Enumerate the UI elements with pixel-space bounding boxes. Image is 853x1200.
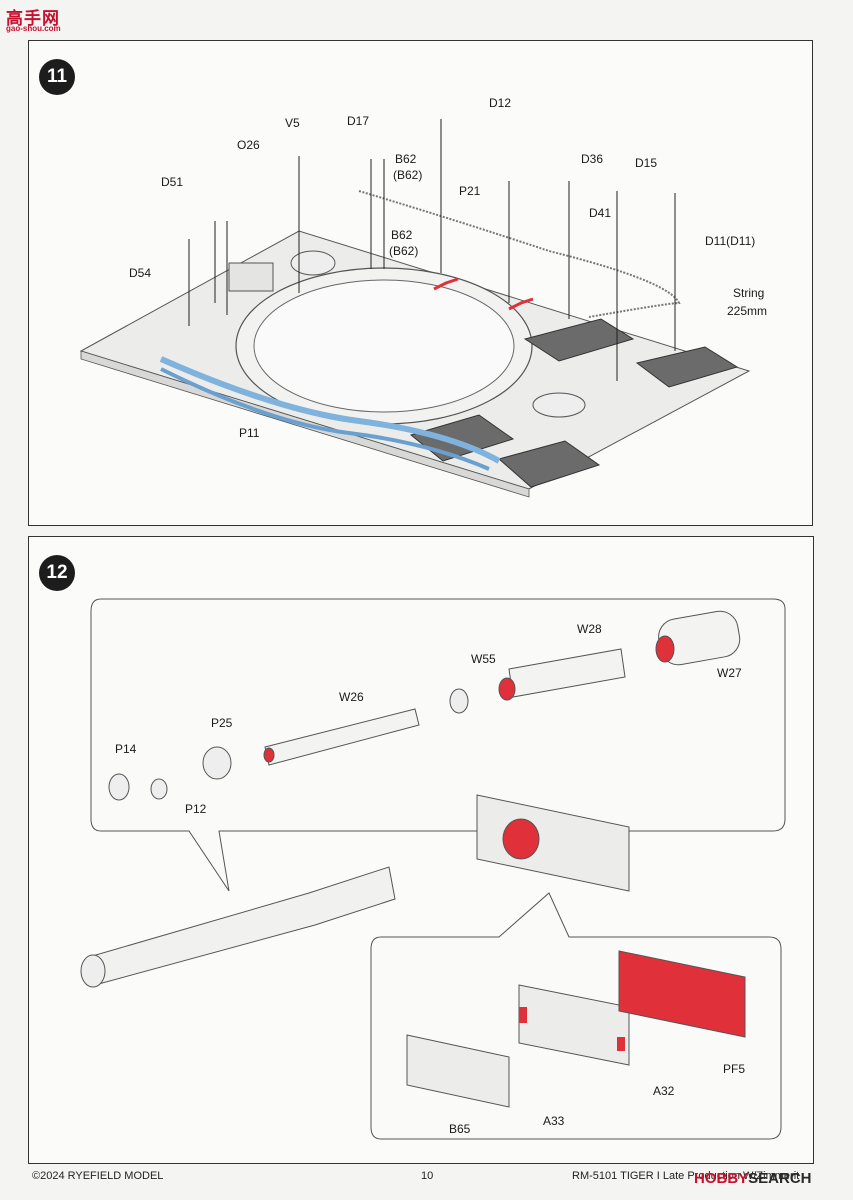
fan-cover (532, 392, 586, 418)
tow-cable-1 (159, 356, 501, 464)
part-p14 (108, 773, 130, 801)
site-watermark-logo: 高手网 gao-shou.com (6, 4, 70, 34)
ring-w55 (449, 688, 469, 714)
step-12-illustration: W28 W55 W27 W26 P25 P14 P12 PF5 A32 A33 … (80, 598, 786, 1140)
label-b62b-paren: (B62) (389, 244, 418, 258)
assembled-muzzle-brake (80, 954, 106, 988)
label-p11: P11 (239, 426, 260, 440)
w26-red-face (263, 747, 275, 763)
label-pf5: PF5 (723, 1062, 745, 1076)
label-w27: W27 (717, 666, 742, 680)
muzzle-red-face (655, 635, 675, 663)
step-12-panel: 12 W28 W55 W27 W26 P25 P14 P12 (28, 536, 814, 1164)
part-a33 (406, 1034, 510, 1108)
label-b62a: B62 (395, 152, 417, 166)
label-b65: B65 (449, 1122, 471, 1136)
red-marker-2 (508, 297, 534, 311)
stowage-boxes (228, 262, 274, 292)
hobbysearch-watermark: HOBBYSEARCH (694, 1170, 812, 1187)
site-watermark-url: gao-shou.com (6, 24, 61, 33)
label-d51: D51 (161, 175, 183, 189)
label-d54: D54 (129, 266, 151, 280)
label-p14: P14 (115, 742, 137, 756)
hatch-cover (290, 250, 336, 276)
watermark-search: SEARCH (748, 1170, 812, 1187)
engine-grille-1 (523, 318, 635, 362)
a32-red-tab-2 (617, 1037, 625, 1051)
footer-page-number: 10 (421, 1170, 434, 1182)
step-11-number: 11 (39, 59, 75, 95)
label-string: String (733, 286, 764, 300)
footer-copyright: ©2024 RYEFIELD MODEL (32, 1170, 164, 1182)
tow-cable-2 (160, 367, 490, 471)
a32-red-tab (519, 1007, 527, 1023)
step-11-arrows (188, 119, 676, 381)
label-p25: P25 (211, 716, 233, 730)
step-11-panel: 11 (28, 40, 813, 526)
label-w55: W55 (471, 652, 496, 666)
label-a32: A32 (653, 1084, 675, 1098)
gun-mantlet (476, 794, 630, 892)
label-b62a-paren: (B62) (393, 168, 422, 182)
label-a33: A33 (543, 1114, 565, 1128)
step-12-number: 12 (39, 555, 75, 591)
part-p12 (150, 778, 168, 800)
label-o26: O26 (237, 138, 260, 152)
label-d15: D15 (635, 156, 657, 170)
label-d36: D36 (581, 152, 603, 166)
part-a32 (518, 984, 630, 1066)
watermark-hobby: HOBBY (694, 1170, 749, 1187)
w28-red-face (498, 677, 516, 701)
part-p25 (202, 746, 232, 780)
mantlet-red-bore (502, 818, 540, 860)
site-watermark-chinese: 高手网 (6, 9, 60, 28)
label-d12: D12 (489, 96, 511, 110)
label-b62b: B62 (391, 228, 413, 242)
part-pf5 (618, 950, 746, 1038)
turret-ring-inner (253, 279, 515, 413)
label-string-length: 225mm (727, 304, 767, 318)
label-d17: D17 (347, 114, 369, 128)
step-11-illustration: V5 O26 D17 D12 B62 (B62) D36 D15 D51 P21… (79, 96, 767, 498)
assembled-gun (88, 866, 396, 986)
label-p12: P12 (185, 802, 207, 816)
label-w26: W26 (339, 690, 364, 704)
red-marker-1 (433, 277, 459, 291)
label-p21: P21 (459, 184, 481, 198)
label-w28: W28 (577, 622, 602, 636)
label-d11: D11(D11) (705, 234, 755, 248)
engine-grille-2 (635, 346, 739, 388)
string-cable (358, 190, 681, 318)
engine-grille-4 (497, 440, 601, 488)
label-v5: V5 (285, 116, 300, 130)
footer-title: RM-5101 TIGER I Late Production W/Zimmer… (572, 1170, 800, 1182)
label-d41: D41 (589, 206, 611, 220)
